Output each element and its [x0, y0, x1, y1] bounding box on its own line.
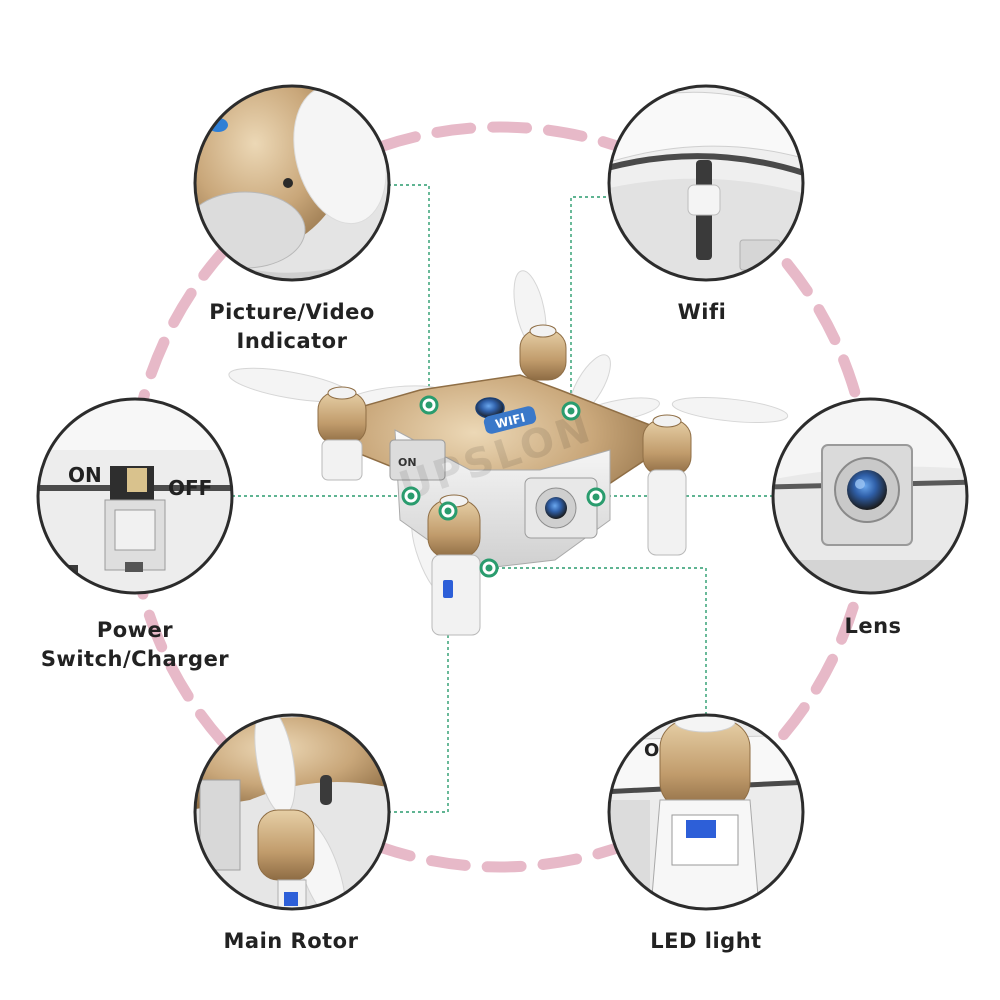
label-wifi: Wifi: [652, 298, 752, 327]
leader-picture-video: [388, 184, 430, 403]
power-on-label: ON: [68, 463, 102, 487]
label-main-rotor-text: Main Rotor: [223, 929, 359, 953]
label-led-text: LED light: [650, 929, 762, 953]
power-off-label: OFF: [168, 476, 212, 500]
closeup-picture-video: [193, 84, 391, 282]
leader-wifi: [570, 196, 612, 410]
label-power-line1: Power: [96, 618, 174, 642]
label-wifi-text: Wifi: [677, 300, 727, 324]
label-picture-video-line2: Indicator: [236, 329, 348, 353]
label-main-rotor: Main Rotor: [196, 927, 386, 956]
label-picture-video: Picture/Video Indicator: [192, 298, 392, 356]
label-lens: Lens: [823, 612, 923, 641]
label-led: LED light: [616, 927, 796, 956]
landing-legs: [321, 439, 687, 636]
closeup-lens: [771, 397, 969, 595]
drone-switch-mark: ON: [398, 456, 417, 469]
closeup-wifi: [607, 84, 805, 282]
closeup-power: ON OFF: [36, 397, 234, 595]
label-power: Power Switch/Charger: [20, 616, 250, 674]
closeup-led: ON: [607, 713, 805, 911]
label-lens-text: Lens: [844, 614, 902, 638]
leader-led: [490, 567, 707, 715]
label-power-line2: Switch/Charger: [40, 647, 230, 671]
drone-illustration: WIFI ON UPSLON: [228, 270, 789, 636]
closeup-main-rotor: [193, 713, 391, 911]
label-picture-video-line1: Picture/Video: [209, 300, 375, 324]
